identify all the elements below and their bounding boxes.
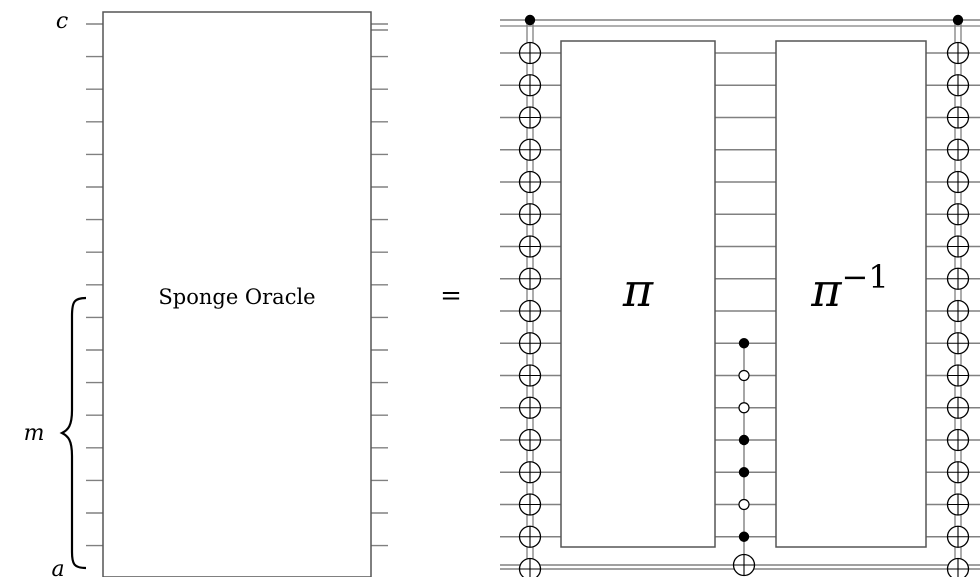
- xor-target: [518, 170, 542, 194]
- xor-target: [946, 41, 970, 65]
- inverse-permutation-exponent: −1: [842, 258, 889, 296]
- xor-target: [946, 493, 970, 516]
- inverse-permutation-base: π: [810, 263, 842, 317]
- control-dot-filled: [738, 434, 750, 446]
- control-dot-open: [738, 402, 750, 414]
- xor-target: [946, 235, 970, 258]
- control-dot-open: [738, 498, 750, 511]
- control-dot-open: [738, 369, 750, 382]
- message-brace: [59, 296, 87, 570]
- xor-target: [732, 553, 756, 577]
- xor-target: [518, 461, 542, 484]
- xor-target: [518, 364, 542, 387]
- xor-target: [946, 299, 970, 323]
- permutation-box: [560, 40, 716, 548]
- xor-target: [518, 396, 542, 419]
- control-dot-filled: [738, 467, 750, 478]
- wire-label-a: a: [51, 557, 64, 577]
- oracle-wires: [86, 23, 388, 547]
- xor-target: [946, 396, 970, 419]
- xor-target: [518, 41, 542, 65]
- xor-target: [946, 106, 970, 129]
- message-label-m: m: [24, 421, 45, 446]
- xor-target: [946, 138, 970, 161]
- oracle-box-side: Sponge Oracle c a m: [24, 9, 388, 577]
- xor-target: [518, 493, 542, 516]
- xor-target: [946, 170, 970, 194]
- xor-target: [946, 525, 970, 548]
- xor-target: [518, 106, 542, 129]
- xor-target: [518, 138, 542, 161]
- inverse-permutation-box: [775, 40, 927, 548]
- xor-target: [518, 332, 542, 355]
- oracle-box-label: Sponge Oracle: [158, 285, 315, 309]
- equals-sign: =: [440, 281, 462, 311]
- wire-label-c: c: [56, 9, 68, 34]
- xor-target: [946, 428, 970, 452]
- control-dot-filled: [524, 14, 536, 26]
- control-dot-filled: [952, 14, 964, 26]
- xor-target: [946, 74, 970, 97]
- xor-target: [946, 267, 970, 290]
- permutation-label: π: [622, 263, 654, 317]
- inverse-permutation-label: π−1: [810, 258, 888, 317]
- control-dot-filled: [738, 531, 750, 542]
- xor-target: [946, 364, 970, 387]
- xor-target: [946, 557, 970, 577]
- control-dot-filled: [738, 338, 750, 349]
- xor-target: [518, 74, 542, 97]
- decomposition-circuit: π π−1: [500, 14, 980, 577]
- xor-target: [946, 203, 970, 226]
- oracle-box: [102, 11, 372, 577]
- xor-target: [518, 428, 542, 452]
- xor-target: [946, 332, 970, 355]
- xor-target: [518, 525, 542, 548]
- xor-target: [518, 267, 542, 290]
- circuit-gates: [518, 14, 970, 577]
- xor-target: [518, 299, 542, 323]
- xor-target: [518, 203, 542, 226]
- xor-target: [518, 235, 542, 258]
- xor-target: [518, 557, 542, 577]
- xor-target: [946, 461, 970, 484]
